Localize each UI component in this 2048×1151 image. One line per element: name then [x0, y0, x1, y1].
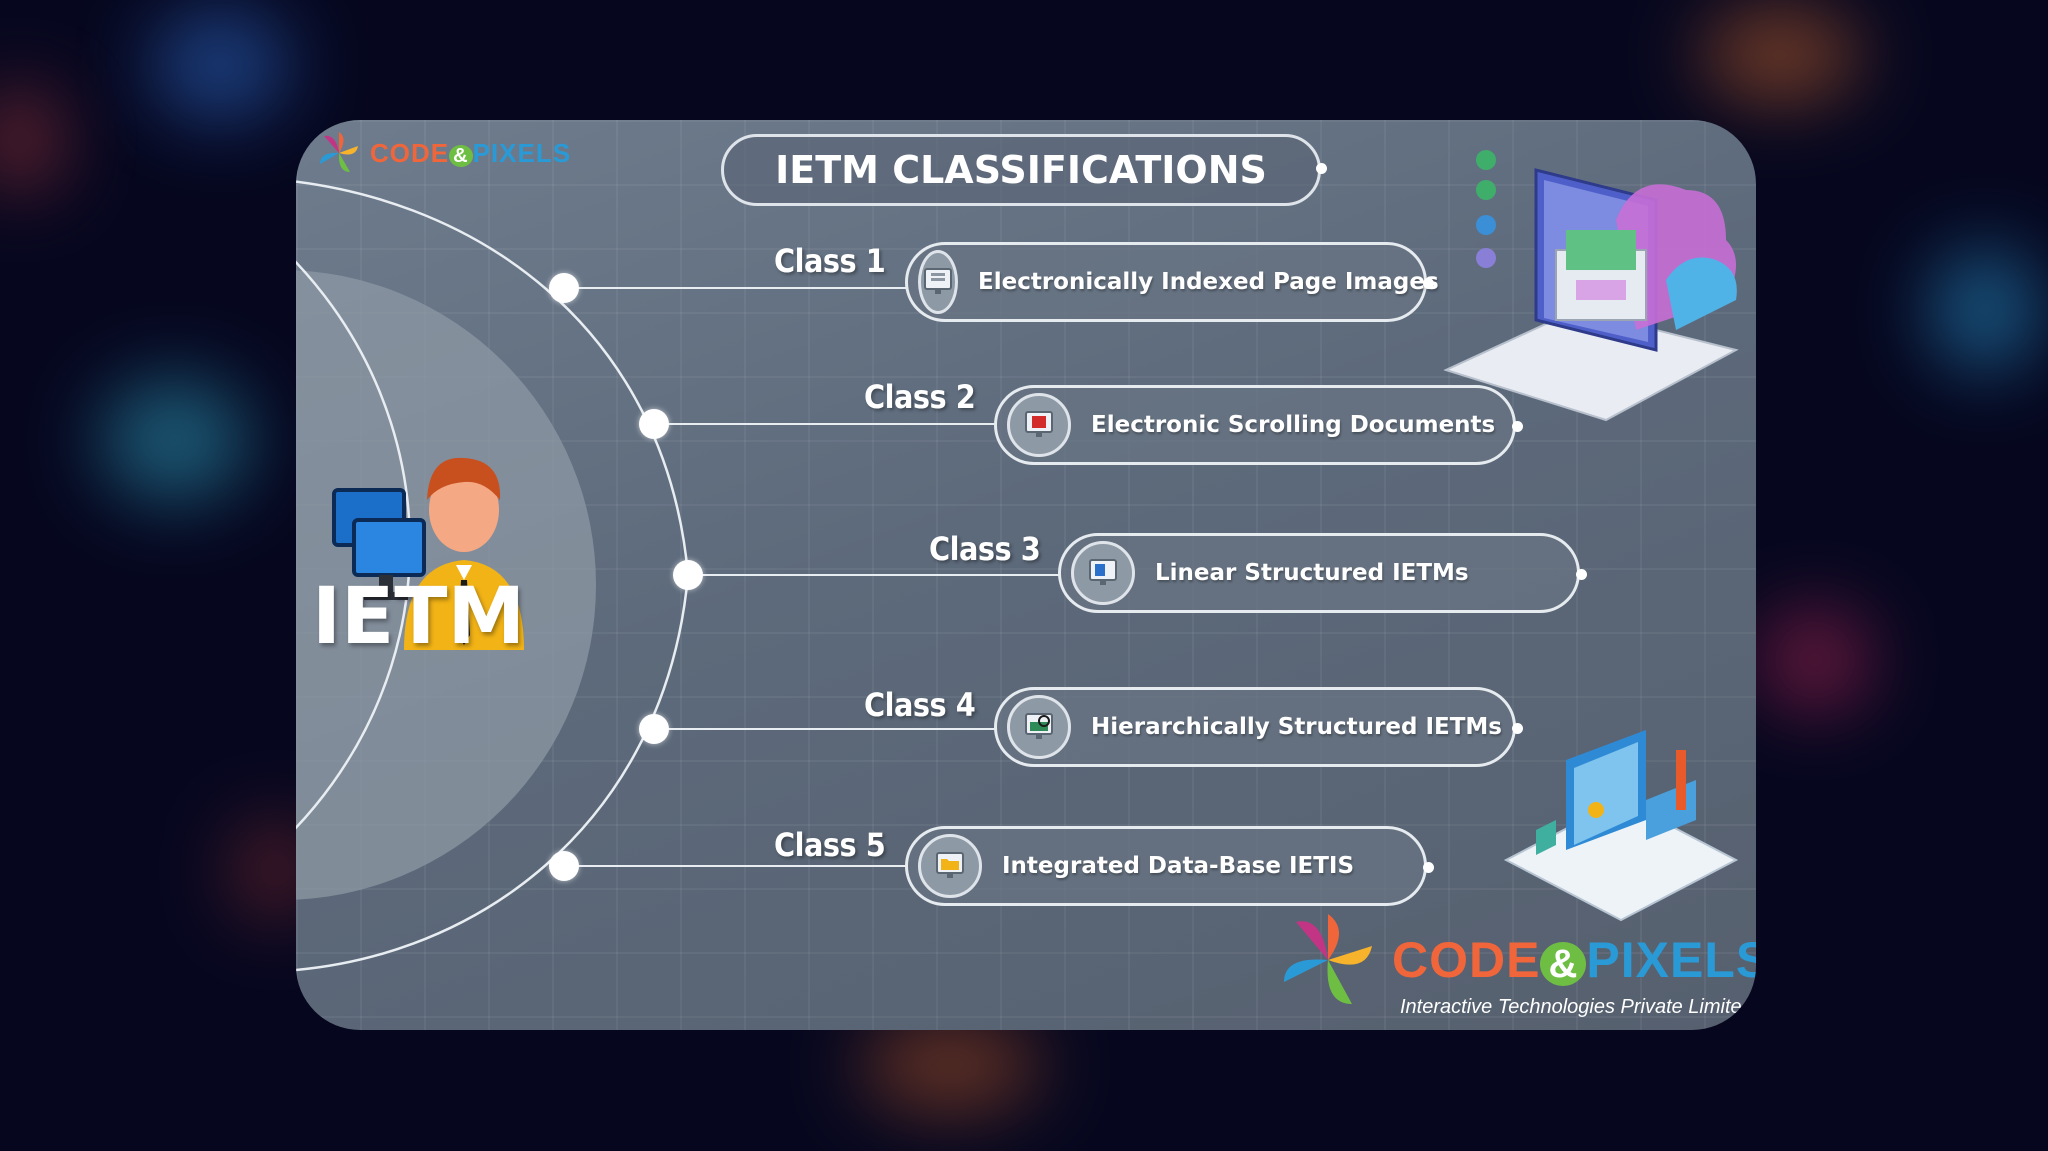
- isometric-workstation-illustration: [1503, 730, 1739, 922]
- brand-logo-small: CODE&PIXELS: [314, 128, 571, 178]
- class-2-description: Electronic Scrolling Documents: [1091, 412, 1496, 438]
- bokeh-light: [1930, 250, 2040, 370]
- ietm-center-label: IETM: [312, 572, 526, 662]
- class-4-description: Hierarchically Structured IETMs: [1091, 714, 1502, 740]
- class-4-label: Class 4: [864, 686, 976, 724]
- class-5-node: [549, 851, 579, 881]
- bokeh-light: [1700, 10, 1860, 100]
- class-3-label: Class 3: [929, 530, 1041, 568]
- monitor-icon: [1071, 541, 1135, 605]
- class-5-pill: Integrated Data-Base IETIS: [905, 826, 1434, 906]
- pill-end-dot: [1512, 723, 1523, 734]
- class-3-node: [673, 560, 703, 590]
- technician-at-computer-icon: [332, 457, 524, 650]
- class-5-label: Class 5: [774, 826, 886, 864]
- class-1-description: Electronically Indexed Page Images: [978, 269, 1439, 295]
- bokeh-light: [100, 380, 250, 500]
- pill-end-dot: [1512, 421, 1523, 432]
- database-folder-icon: [918, 834, 982, 898]
- pinwheel-icon: [320, 132, 358, 172]
- pill-end-dot: [1576, 569, 1587, 580]
- bokeh-light: [860, 1020, 1040, 1110]
- title-end-dot: [1316, 163, 1327, 174]
- ietm-classification-card: CODE&PIXELS IETM CLASSIFICATIONS IETM Cl…: [296, 120, 1756, 1030]
- brand-tagline: Interactive Technologies Private Limited: [1400, 996, 1753, 1018]
- class-1-node: [549, 273, 579, 303]
- pinwheel-icon: [1284, 914, 1372, 1004]
- hierarchy-icon: [1007, 695, 1071, 759]
- class-2-node: [639, 409, 669, 439]
- class-1-pill: Electronically Indexed Page Images: [905, 242, 1439, 322]
- pill-end-dot: [1423, 278, 1434, 289]
- class-3-pill: Linear Structured IETMs: [1058, 533, 1587, 613]
- class-2-pill: Electronic Scrolling Documents: [994, 385, 1523, 465]
- bokeh-light: [1760, 610, 1870, 710]
- class-4-node: [639, 714, 669, 744]
- pill-end-dot: [1423, 862, 1434, 873]
- brand-name: CODE&PIXELS: [1392, 932, 1756, 988]
- class-3-description: Linear Structured IETMs: [1155, 560, 1469, 586]
- page-title: IETM CLASSIFICATIONS: [721, 134, 1321, 206]
- document-icon: [918, 250, 958, 314]
- class-5-description: Integrated Data-Base IETIS: [1002, 853, 1355, 879]
- class-1-label: Class 1: [774, 242, 886, 280]
- laptop-cloud-illustration: [1443, 150, 1739, 422]
- brand-logo-large: CODE&PIXELS: [1278, 910, 1756, 1010]
- class-2-label: Class 2: [864, 378, 976, 416]
- class-4-pill: Hierarchically Structured IETMs: [994, 687, 1523, 767]
- scroll-document-icon: [1007, 393, 1071, 457]
- bokeh-light: [0, 90, 60, 190]
- bokeh-light: [150, 10, 290, 120]
- brand-name: CODE&PIXELS: [370, 137, 572, 168]
